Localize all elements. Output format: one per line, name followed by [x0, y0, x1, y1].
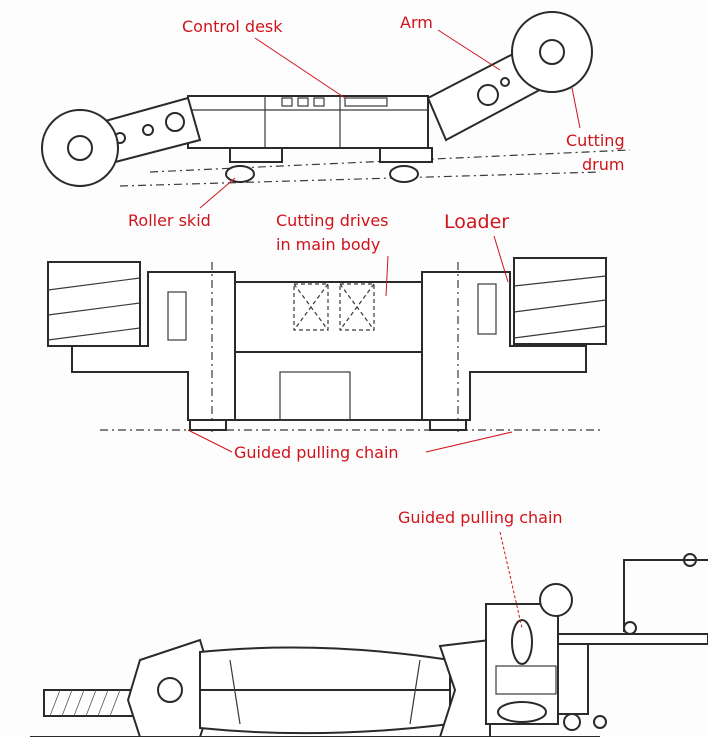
- section-right-housing: [438, 638, 491, 737]
- section-deck-plate: [557, 633, 708, 645]
- side-chain-lower: [119, 171, 601, 187]
- label-roller-skid: Roller skid: [128, 211, 211, 230]
- label-arm: Arm: [400, 13, 433, 32]
- control-desk-display: [344, 97, 388, 107]
- skid-left: [229, 147, 283, 163]
- cutting-drive-1: [293, 283, 329, 331]
- control-desk-button-1: [281, 97, 293, 107]
- label-cutting-drum-line2: drum: [582, 155, 624, 174]
- section-chain-link-lower: [497, 701, 547, 723]
- label-control-desk: Control desk: [182, 17, 283, 36]
- control-desk-button-3: [313, 97, 325, 107]
- right-drum-block: [513, 257, 607, 345]
- label-guided-pulling-chain-bottom: Guided pulling chain: [398, 508, 563, 527]
- skid-right: [379, 147, 433, 163]
- section-guide-wheel: [539, 583, 573, 617]
- label-cutting-drum-line1: Cutting: [566, 131, 625, 150]
- section-chain-link-upper: [511, 619, 533, 665]
- left-cutting-drum: [41, 109, 119, 187]
- section-left-housing: [126, 638, 217, 737]
- roller-skid-left: [225, 165, 255, 183]
- label-cutting-drives-line2: in main body: [276, 235, 380, 254]
- right-cutting-drum: [511, 11, 593, 93]
- control-desk-button-2: [297, 97, 309, 107]
- plan-view-figure: [47, 257, 607, 432]
- cross-section-figure: [30, 553, 708, 737]
- label-loader: Loader: [444, 211, 509, 233]
- section-frame-rail: [623, 559, 708, 632]
- label-guided-pulling-chain-mid: Guided pulling chain: [234, 443, 399, 462]
- main-body-lower-plan: [234, 351, 423, 421]
- label-cutting-drives-line1: Cutting drives: [276, 211, 389, 230]
- cutting-drive-2: [339, 283, 375, 331]
- roller-skid-right: [389, 165, 419, 183]
- side-view-figure: [41, 11, 631, 187]
